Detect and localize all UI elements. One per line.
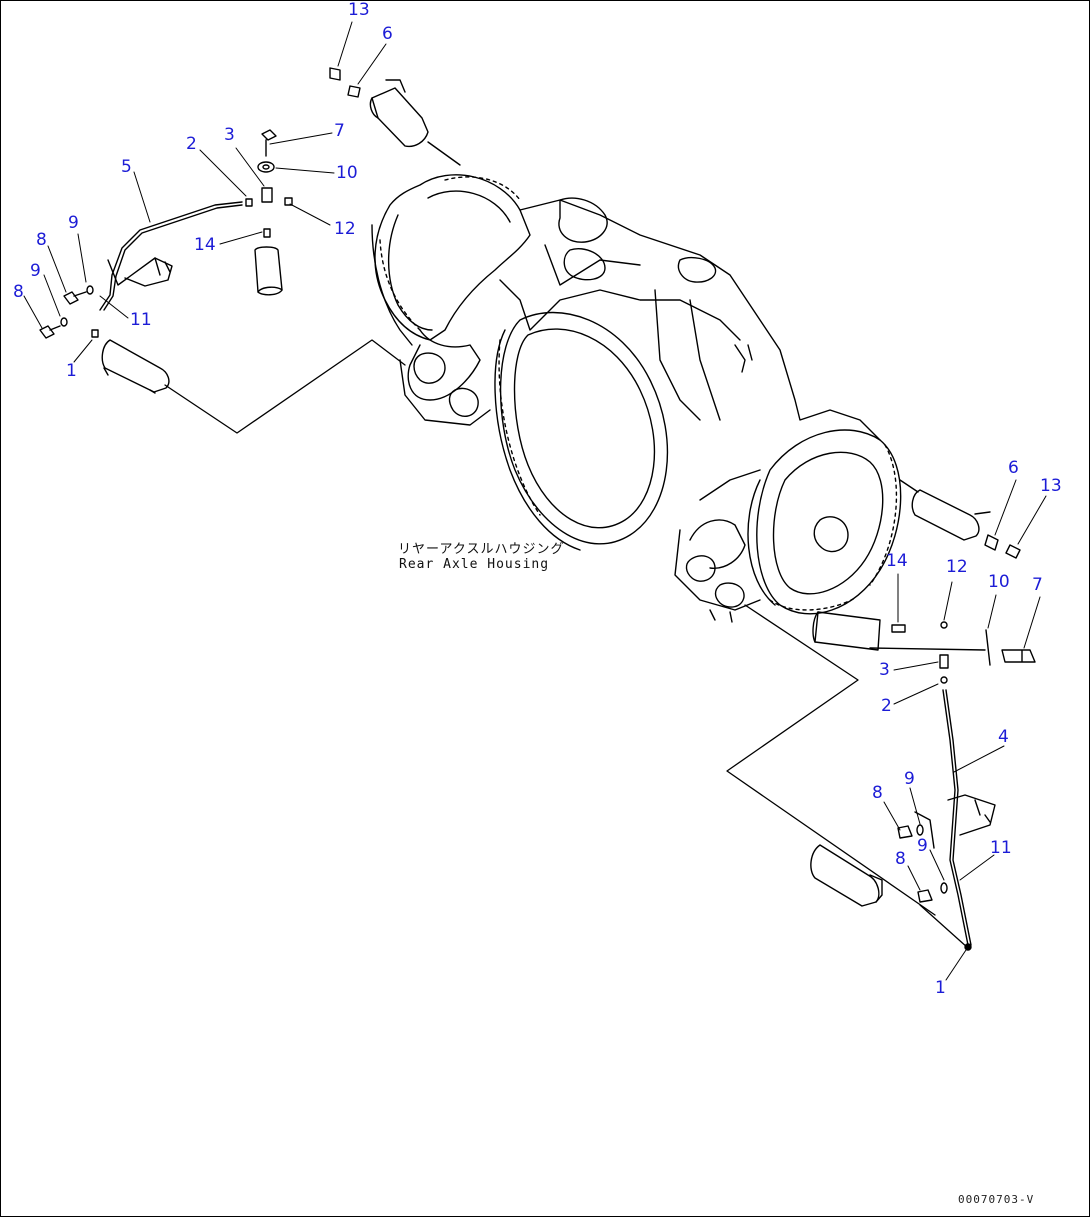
callout-10-right: 10 (988, 572, 1010, 592)
callout-8-right-upper: 8 (872, 783, 883, 803)
right-grease-block (812, 611, 881, 651)
callout-1-left: 1 (66, 361, 77, 381)
callout-8-right-lower: 8 (895, 849, 906, 869)
callout-6-top: 6 (382, 24, 393, 44)
callout-3-left: 3 (224, 125, 235, 145)
left-grease-piping (39, 129, 293, 339)
callout-9-left-upper: 9 (68, 213, 79, 233)
callout-12-right: 12 (946, 557, 968, 577)
callout-13-right: 13 (1040, 476, 1062, 496)
callout-12-left: 12 (334, 219, 356, 239)
housing-body (399, 197, 881, 441)
housing-label-japanese: リヤーアクスルハウジング (398, 542, 565, 557)
callout-4-right: 4 (998, 727, 1009, 747)
callout-2-right: 2 (881, 696, 892, 716)
callout-14-right: 14 (886, 551, 908, 571)
callout-8-left-lower: 8 (13, 282, 24, 302)
callout-8-left-upper: 8 (36, 230, 47, 250)
left-flange (371, 174, 531, 346)
document-id: 00070703-V (958, 1193, 1035, 1206)
callout-7-right: 7 (1032, 575, 1043, 595)
right-grease-piping (329, 67, 1036, 951)
callout-10-left: 10 (336, 163, 358, 183)
callout-9-left-lower: 9 (30, 261, 41, 281)
callout-7-left: 7 (334, 121, 345, 141)
flange-bolt-marks (379, 176, 898, 611)
rear-axle-housing (371, 174, 902, 623)
callout-11-left: 11 (130, 310, 152, 330)
callout-9-right-upper: 9 (904, 769, 915, 789)
callout-11-right: 11 (990, 838, 1012, 858)
callout-2-left: 2 (186, 134, 197, 154)
callout-6-right: 6 (1008, 458, 1019, 478)
callout-9-right-lower: 9 (917, 836, 928, 856)
callout-5-left: 5 (121, 157, 132, 177)
housing-label-english: Rear Axle Housing (399, 557, 550, 572)
upper-pin (369, 79, 461, 166)
left-pin (101, 339, 170, 394)
right-pin (899, 479, 991, 541)
callout-14-left: 14 (194, 235, 216, 255)
leader-lines (164, 339, 969, 949)
right-lower-pin (810, 844, 883, 907)
callout-13-top: 13 (348, 0, 370, 20)
right-hub-flange (674, 429, 902, 623)
callout-1-right: 1 (935, 978, 946, 998)
callout-leaders (23, 21, 1047, 981)
center-flange (494, 311, 669, 551)
callout-3-right: 3 (879, 660, 890, 680)
